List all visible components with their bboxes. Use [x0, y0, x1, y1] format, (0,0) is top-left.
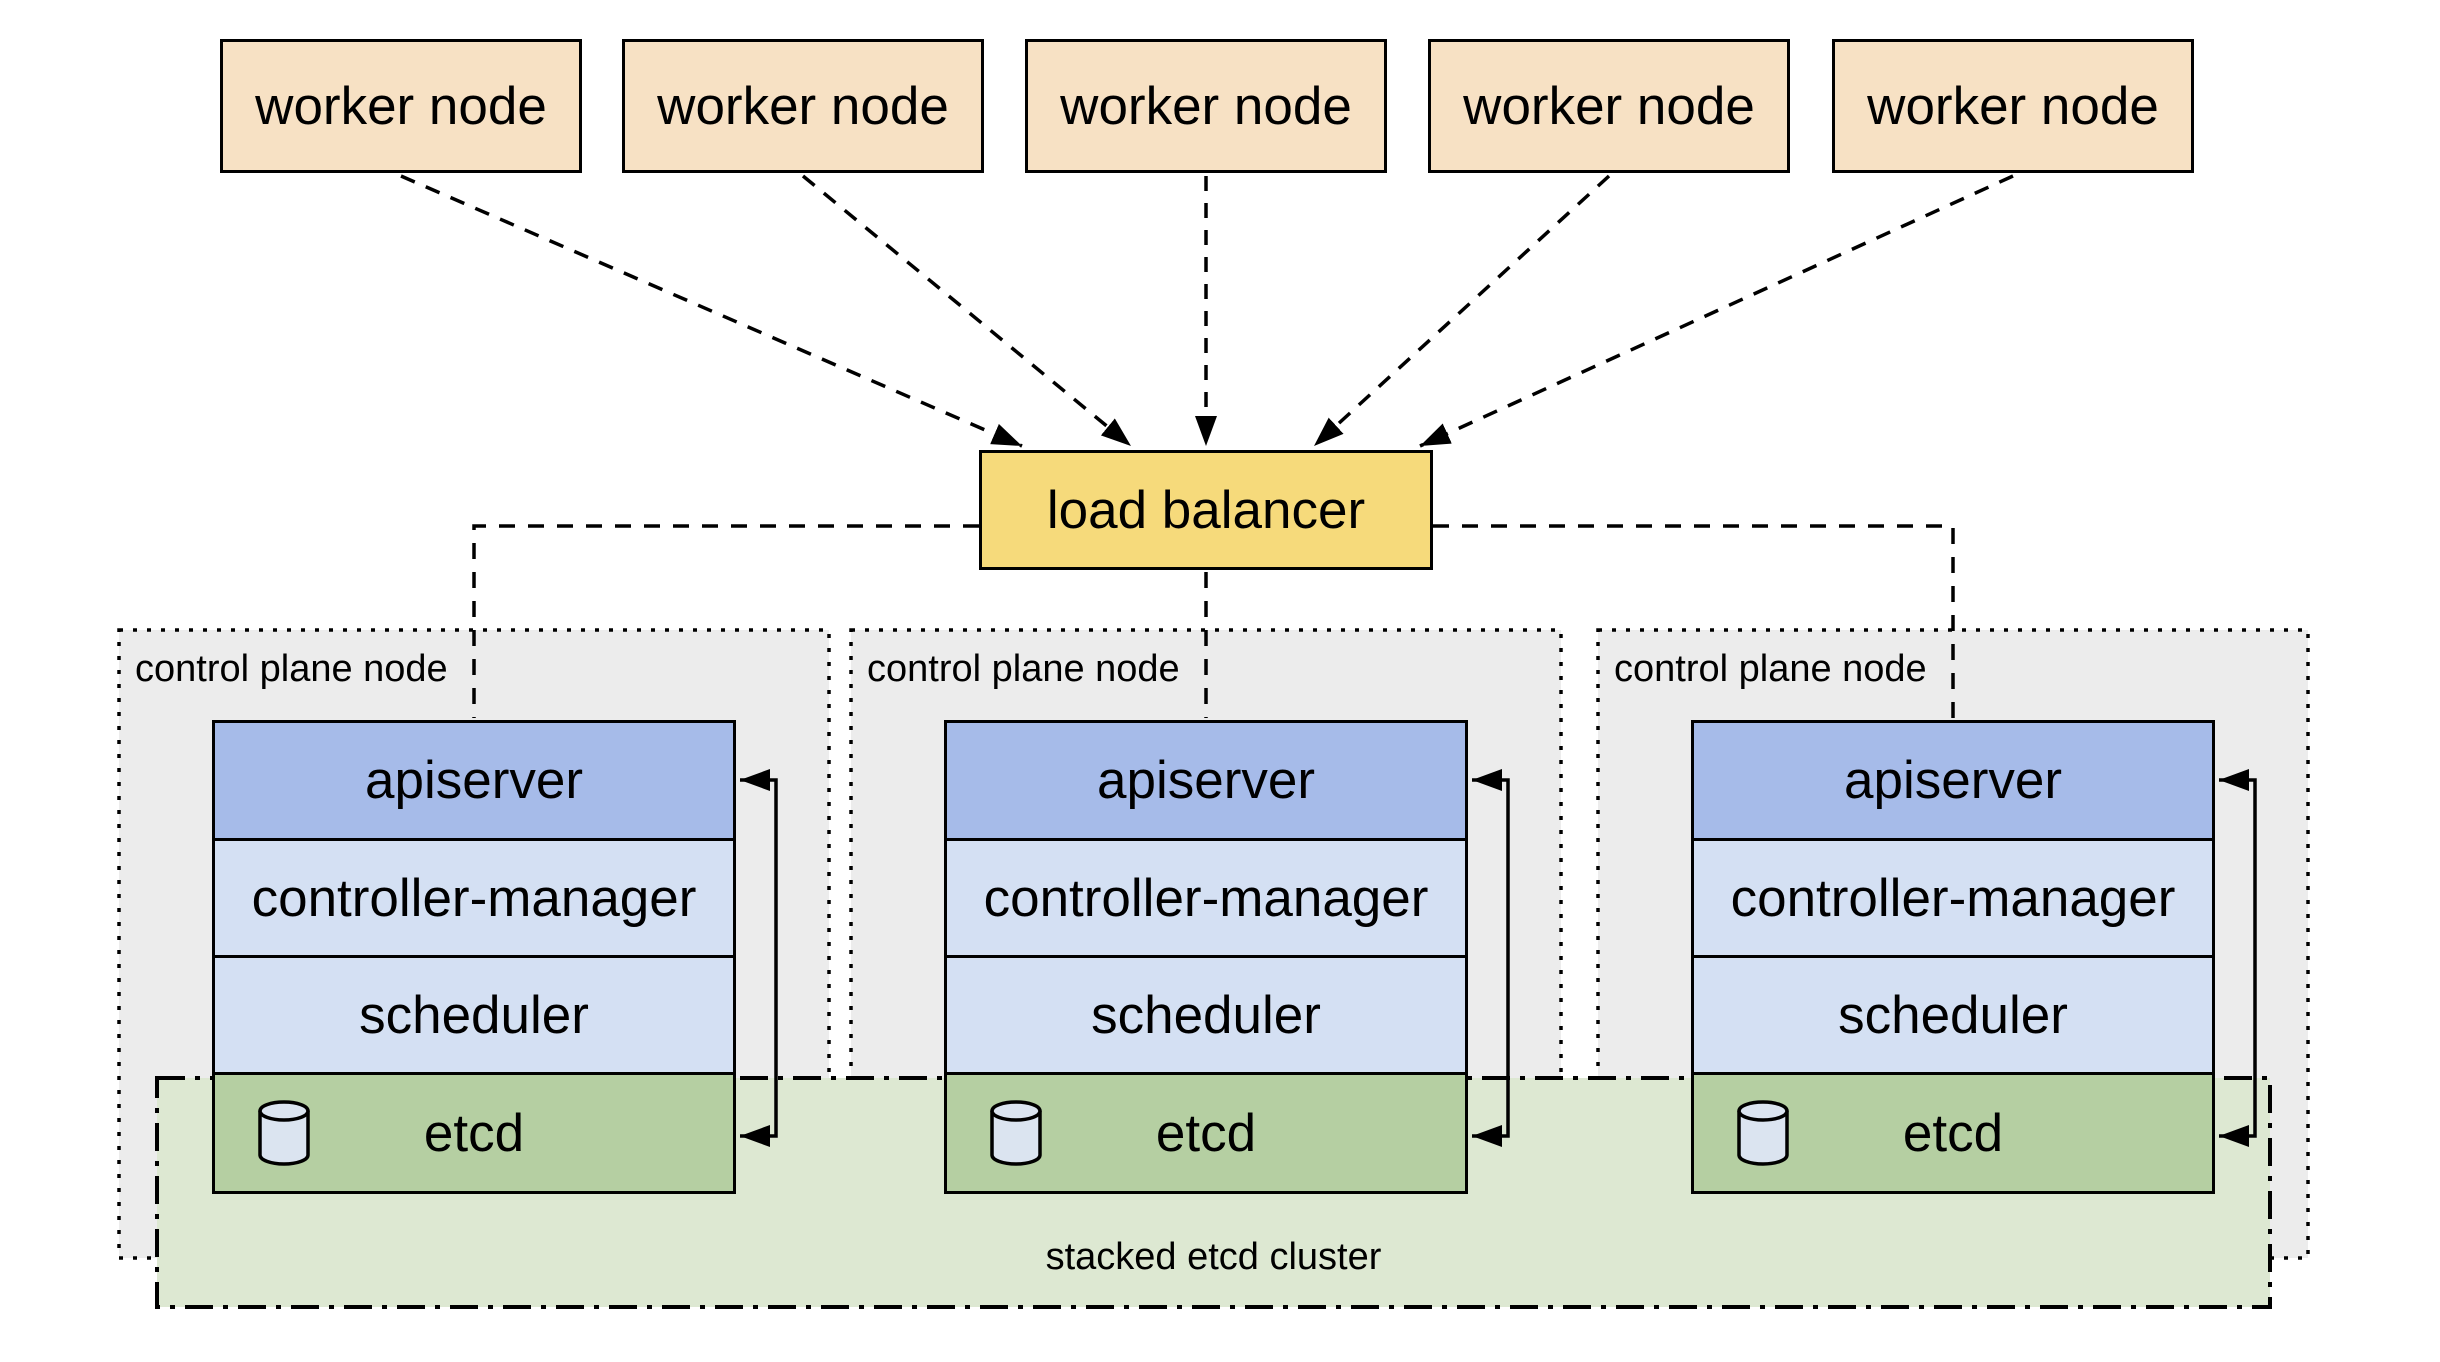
control-plane-node-1-label: control plane node	[135, 648, 448, 690]
worker-node-2: worker node	[622, 39, 984, 173]
apiserver-box: apiserver	[215, 723, 733, 838]
worker-node-label: worker node	[1867, 76, 2159, 136]
etcd-label: etcd	[1155, 1103, 1257, 1163]
controller-manager-box: controller-manager	[215, 838, 733, 955]
etcd-label: etcd	[423, 1103, 525, 1163]
apiserver-label: apiserver	[365, 751, 583, 810]
worker-node-label: worker node	[1060, 76, 1352, 136]
load-balancer: load balancer	[979, 450, 1433, 570]
worker-node-4: worker node	[1428, 39, 1790, 173]
apiserver-box: apiserver	[1694, 723, 2212, 838]
controller-manager-label: controller-manager	[251, 868, 697, 928]
control-plane-3-stack: apiserver controller-manager scheduler e…	[1691, 720, 2215, 1194]
database-cylinder-icon	[1737, 1100, 1789, 1166]
controller-manager-label: controller-manager	[1730, 868, 2176, 928]
scheduler-label: scheduler	[1838, 985, 2068, 1045]
controller-manager-box: controller-manager	[947, 838, 1465, 955]
load-balancer-label: load balancer	[1046, 480, 1366, 540]
controller-manager-box: controller-manager	[1694, 838, 2212, 955]
worker-node-5: worker node	[1832, 39, 2194, 173]
stacked-etcd-cluster-label: stacked etcd cluster	[1045, 1236, 1382, 1278]
scheduler-box: scheduler	[215, 955, 733, 1072]
etcd-box: etcd	[215, 1072, 733, 1191]
worker-node-label: worker node	[657, 76, 949, 136]
etcd-box: etcd	[1694, 1072, 2212, 1191]
worker-node-3: worker node	[1025, 39, 1387, 173]
database-cylinder-icon	[990, 1100, 1042, 1166]
scheduler-box: scheduler	[1694, 955, 2212, 1072]
controller-manager-label: controller-manager	[983, 868, 1429, 928]
control-plane-node-2-label: control plane node	[867, 648, 1180, 690]
database-cylinder-icon	[258, 1100, 310, 1166]
scheduler-box: scheduler	[947, 955, 1465, 1072]
control-plane-1-stack: apiserver controller-manager scheduler e…	[212, 720, 736, 1194]
worker-node-1: worker node	[220, 39, 582, 173]
etcd-label: etcd	[1902, 1103, 2004, 1163]
apiserver-label: apiserver	[1844, 751, 2062, 810]
apiserver-label: apiserver	[1097, 751, 1315, 810]
scheduler-label: scheduler	[1091, 985, 1321, 1045]
control-plane-2-stack: apiserver controller-manager scheduler e…	[944, 720, 1468, 1194]
scheduler-label: scheduler	[359, 985, 589, 1045]
control-plane-node-3-label: control plane node	[1614, 648, 1927, 690]
worker-node-label: worker node	[255, 76, 547, 136]
apiserver-box: apiserver	[947, 723, 1465, 838]
worker-node-label: worker node	[1463, 76, 1755, 136]
etcd-box: etcd	[947, 1072, 1465, 1191]
